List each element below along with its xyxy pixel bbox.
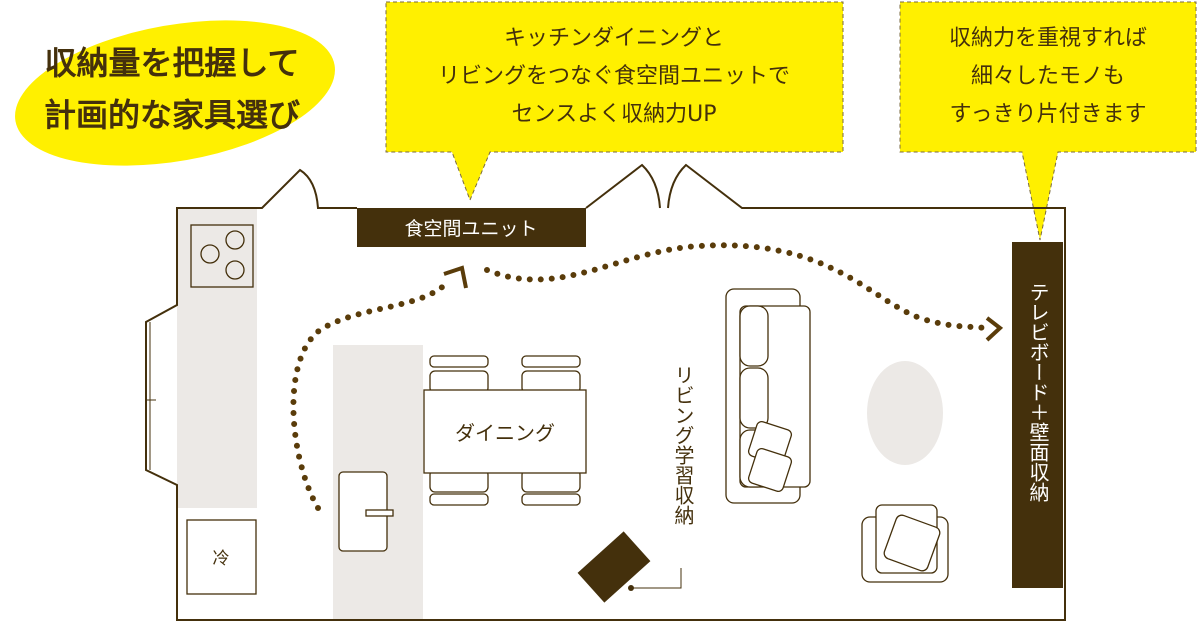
chair [521,493,581,506]
study-storage-label: リビング学習収納 [671,365,695,525]
dining-set [423,355,587,506]
callout-unit-line-2: リビングをつなぐ食空間ユニットで [438,64,790,89]
dining-table [423,389,587,474]
room-walls [145,163,1066,621]
dining-unit [357,208,586,247]
cushion [747,447,793,493]
headline-line-1: 収納量を把握して [44,44,299,82]
dining-unit-label: 食空間ユニット [404,218,537,240]
callout-tv-line-3: すっきり片付きます [949,102,1146,127]
chair [521,355,581,368]
flow-path [290,242,988,511]
chair [429,493,489,506]
callout-tv-line-2: 細々したモノも [971,64,1125,89]
island-cabinet [338,471,394,552]
refrigerator [186,519,257,595]
burner-icon [225,230,245,250]
study-desk [577,531,651,603]
cooktop [190,224,254,288]
kitchen-counter [177,208,257,508]
arrow-head-icon [985,316,1004,342]
chair [429,355,489,368]
dining-label: ダイニング [455,421,555,445]
leader-line [632,568,682,589]
callout-tv: 収納力を重視すれば 細々したモノも すっきり片付きます [899,1,1197,241]
burner-icon [225,260,245,280]
tv-board-label: テレビボード＋壁面収納 [1026,282,1050,502]
headline-bubble: 収納量を把握して 計画的な家具選び [15,20,335,166]
armchair [861,504,949,583]
callout-unit-line-3: センスよく収納力UP [512,102,717,127]
tv-board [1012,242,1063,588]
leader-dot [628,585,634,591]
refrigerator-label: 冷 [213,549,230,569]
burner-icon [200,244,220,264]
headline-line-2: 計画的な家具選び [44,96,300,134]
sofa [725,288,811,504]
rug [867,361,943,465]
callout-tv-line-1: 収納力を重視すれば [949,26,1147,51]
callout-unit-line-1: キッチンダイニングと [504,26,724,51]
callout-unit: キッチンダイニングと リビングをつなぐ食空間ユニットで センスよく収納力UP [385,1,844,202]
arrow-head-icon [443,265,468,289]
cushion [883,514,941,572]
